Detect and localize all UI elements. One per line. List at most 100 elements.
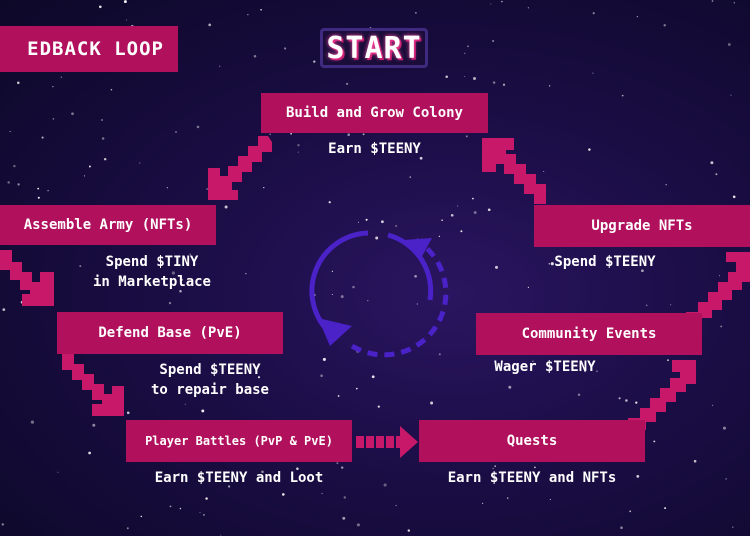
node-assemble-label: Assemble Army (NFTs) <box>23 217 193 233</box>
star <box>320 374 323 378</box>
star <box>290 132 292 135</box>
star <box>123 0 127 4</box>
star <box>98 5 102 9</box>
star <box>30 420 34 424</box>
star <box>715 173 718 176</box>
star <box>502 83 506 86</box>
node-defend-base: Defend Base (PvE) <box>57 312 283 354</box>
star <box>492 467 494 470</box>
star <box>220 534 222 536</box>
star <box>419 156 423 160</box>
star <box>328 201 331 204</box>
diagram-title: EDBACK LOOP <box>0 26 178 72</box>
star <box>725 478 727 480</box>
pixel-arrow-icon <box>482 138 546 204</box>
star <box>88 165 91 168</box>
node-community-sub-line: Wager $TEENY <box>494 359 596 375</box>
star <box>110 88 113 91</box>
star <box>367 299 369 302</box>
node-defend-sub: Spend $TEENY to repair base <box>130 360 290 400</box>
star <box>321 492 323 495</box>
star <box>60 76 62 78</box>
star <box>171 271 175 275</box>
star <box>227 485 231 488</box>
star <box>693 459 697 463</box>
star <box>492 81 496 84</box>
star <box>711 404 714 406</box>
star <box>664 507 667 510</box>
node-player-battles: Player Battles (PvP & PvE) <box>126 420 352 462</box>
star <box>297 151 299 153</box>
star <box>336 462 339 465</box>
node-assemble-sub: Spend $TINY in Marketplace <box>72 252 232 292</box>
node-upgrade-nfts: Upgrade NFTs <box>534 205 750 247</box>
star <box>17 81 20 85</box>
star <box>281 493 285 496</box>
node-quests-sub: Earn $TEENY and NFTs <box>419 468 645 488</box>
star <box>722 426 727 430</box>
star <box>71 112 74 116</box>
star <box>663 24 666 27</box>
star <box>549 498 551 500</box>
star <box>9 130 11 133</box>
node-assemble-sub-line-2: in Marketplace <box>92 274 211 290</box>
star <box>343 496 347 499</box>
pixel-arrow-icon <box>686 252 750 318</box>
node-upgrade-sub-line: Spend $TEENY <box>554 254 656 270</box>
star <box>467 45 469 48</box>
star <box>175 131 177 133</box>
star <box>103 157 107 161</box>
star <box>414 274 417 278</box>
star <box>224 205 228 209</box>
node-build-colony: Build and Grow Colony <box>261 93 488 133</box>
star <box>357 221 360 223</box>
star <box>219 65 221 67</box>
star <box>342 516 346 520</box>
star <box>356 387 358 390</box>
star <box>494 465 496 467</box>
star <box>416 303 418 305</box>
star <box>37 187 40 190</box>
star <box>196 125 200 129</box>
star <box>297 144 300 147</box>
star <box>482 502 484 504</box>
star <box>508 385 512 389</box>
node-build-sub-line: Earn $TEENY <box>328 141 421 157</box>
star <box>636 475 640 478</box>
star <box>202 513 205 516</box>
star <box>52 118 55 120</box>
star <box>665 183 667 186</box>
star <box>596 370 598 372</box>
star <box>550 262 554 266</box>
star <box>375 236 379 240</box>
star <box>473 211 477 214</box>
node-quests-sub-line: Earn $TEENY and NFTs <box>447 470 617 486</box>
star <box>47 189 49 192</box>
star <box>711 0 714 2</box>
node-upgrade-sub: Spend $TEENY <box>530 252 680 272</box>
star <box>52 86 54 88</box>
star <box>208 23 212 27</box>
node-battles-label: Player Battles (PvP & PvE) <box>145 434 333 448</box>
star <box>501 0 503 3</box>
star <box>341 466 344 469</box>
node-battles-sub-line: Earn $TEENY and Loot <box>154 470 324 486</box>
star <box>296 467 299 471</box>
star <box>199 512 201 514</box>
node-defend-label: Defend Base (PvE) <box>98 325 242 341</box>
star <box>139 162 141 164</box>
star <box>592 72 594 74</box>
star <box>438 235 440 237</box>
star <box>445 75 448 79</box>
star <box>201 409 205 413</box>
star <box>465 135 468 138</box>
star <box>641 269 644 273</box>
node-community-label: Community Events <box>521 326 657 342</box>
star <box>7 181 10 184</box>
star <box>179 507 182 510</box>
star <box>284 47 287 50</box>
star <box>92 423 96 427</box>
star <box>450 213 454 217</box>
